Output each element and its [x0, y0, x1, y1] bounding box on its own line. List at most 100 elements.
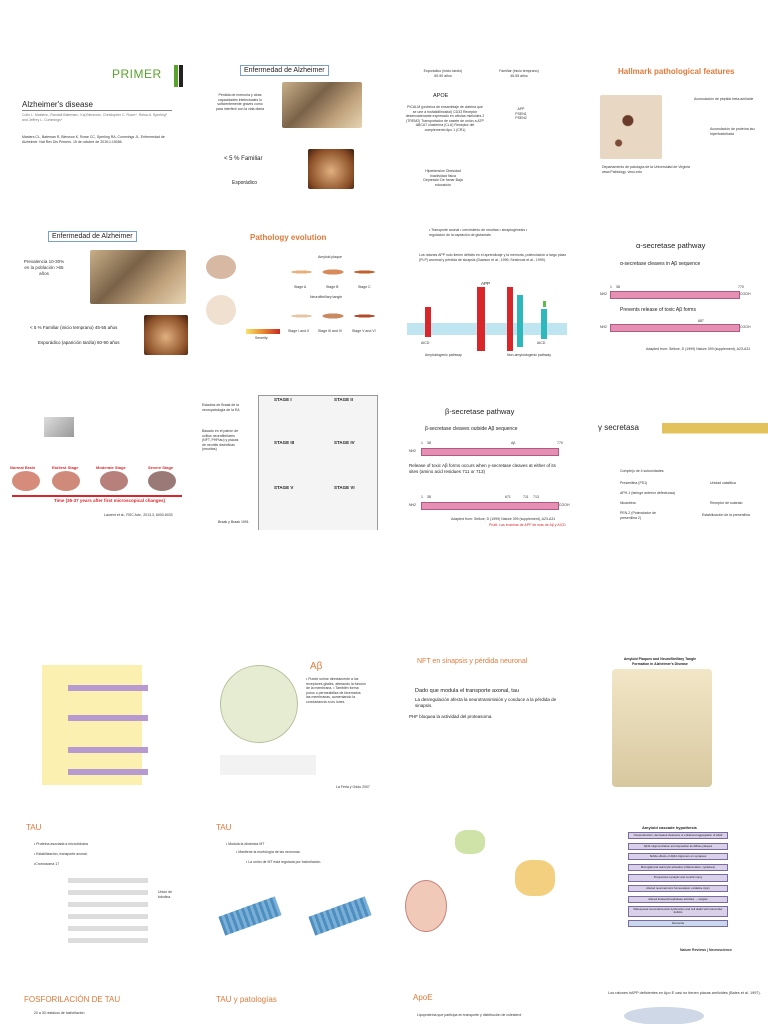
tubulin-label: Unión de tubulina [158, 890, 173, 899]
slide-disease-progression[interactable]: Normal Brain Earliest Stage Moderate Sta… [8, 395, 188, 530]
app-bar-top [610, 291, 740, 299]
slide-braak-stages[interactable]: Estadios de Braak de la neuropatología d… [200, 395, 380, 530]
cooh-bottom: COOH [740, 325, 751, 329]
cooh-bottom: COOH [559, 503, 570, 507]
slide-app-function[interactable]: • Transporte axonal • crecimiento de neu… [395, 225, 575, 360]
mark-aicd-right: AICD [537, 341, 546, 345]
bullet-1: Los ratones hAPP deficientes en Apo E ca… [608, 991, 761, 995]
isoform-1 [68, 878, 148, 883]
histology-image [600, 95, 662, 159]
slide-primer[interactable]: PRIMER Alzheimer's disease Colin L. Mast… [8, 55, 188, 190]
slide-tau[interactable]: TAU • Proteína asociada a microtúbulos •… [8, 820, 188, 955]
authors: Colin L. Masters¹, Randall Bateman², Kaj… [22, 113, 168, 122]
slide-pathology-evolution[interactable]: Pathology evolution Amyloid plaque Neuro… [200, 225, 380, 360]
purple-bar-4 [68, 769, 148, 775]
slide-title: Pathology evolution [250, 233, 327, 242]
slide-apoe[interactable]: ApoE Lipoproteína que participa en trans… [395, 985, 575, 1024]
slide-title: β-secretase pathway [445, 407, 515, 416]
familiar-label: < 5 % Familiar [224, 156, 263, 162]
microglia-cell [455, 830, 485, 854]
slide-gamma-secretase[interactable]: γ secretasa Complejo de 4 subunidades: P… [590, 395, 768, 530]
slide-title: Enfermedad de Alzheimer [240, 65, 329, 76]
item-ps1-role: Unidad catalítica [710, 481, 736, 485]
photo-hands [144, 315, 188, 355]
cascade-step: Widespread neuronal/neuritic dysfunction… [628, 906, 728, 917]
stage-b: Stage B [326, 285, 339, 289]
prevents-text: Prevents release of toxic Aβ forms [620, 307, 696, 313]
n38: 38 [616, 285, 620, 289]
isoform-5 [68, 926, 148, 931]
cooh-top: COOH [740, 292, 751, 296]
braak-basis: Basado en el patrón de ovillos neurofibr… [202, 429, 239, 452]
slide-genetics[interactable]: Esporádico (inicio tardío) 60-90 años Fa… [395, 55, 575, 190]
n1-bottom: 1 [421, 495, 423, 499]
n770: 770 [738, 285, 744, 289]
app-bar-bottom [610, 324, 740, 332]
abeta-body: • Puede unirse directamente a los recept… [306, 677, 366, 704]
citation: Braak y Braak 1991 [218, 520, 249, 524]
subtitle: α-secretase cleaves in Aβ sequence [620, 261, 701, 267]
nh2-top: NH2 [409, 449, 417, 453]
slide-title: Hallmark pathological features [618, 67, 735, 76]
slide-tau-phosphorylation[interactable]: FOSFORILACIÓN DE TAU 20 a 30 residuos de… [8, 985, 188, 1024]
n671: 671 [505, 495, 511, 499]
slide-hallmarks[interactable]: Hallmark pathological features Acumulaci… [590, 55, 768, 190]
accent-bar-dark [179, 65, 183, 87]
app-fragment-green [543, 301, 546, 307]
complex-title: Complejo de 4 subunidades: [620, 469, 665, 473]
nh2-bottom: NH2 [600, 325, 608, 329]
stage-2: STAGE II [334, 397, 353, 402]
processing-diagram [42, 665, 142, 785]
slide-title: Aβ [310, 661, 323, 672]
n38-bottom: 38 [427, 495, 431, 499]
accent-bar-green [174, 65, 178, 87]
stage-1: STAGE I [274, 397, 292, 402]
n38-top: 38 [427, 441, 431, 445]
slide-alpha-secretase[interactable]: α-secretase pathway α-secretase cleaves … [590, 225, 768, 360]
release-text: Release of toxic Aβ forms occurs when γ-… [409, 463, 556, 474]
slide-glia-neuron-diagram[interactable] [395, 820, 575, 955]
slide-plaques-tangles[interactable]: Amyloid Plaques and Neurofibrillary Tang… [590, 655, 768, 790]
slide-title: ApoE [413, 993, 433, 1002]
bullet-1: Lipoproteína que participa en transporte… [417, 1013, 522, 1017]
item-nicastrin-role: Receptor de sustrato [710, 501, 743, 505]
slide-amyloid-cascade[interactable]: Amyloid cascade hypothesis Overproductio… [590, 820, 768, 955]
neuron-image [44, 417, 74, 437]
brains-row-b [288, 305, 378, 327]
slide-alzheimer-prevalence[interactable]: Enfermedad de Alzheimer Prevalencia 10-3… [8, 225, 188, 360]
stage-v-vi: Stage V and VI [352, 329, 376, 333]
photo-tai-chi [282, 82, 362, 128]
neuron-cell [405, 880, 447, 932]
stage-c: Stage C [358, 285, 371, 289]
tangle-label: Neurofibrillary tangle [310, 295, 343, 299]
cascade-step: Overproduction, decreased clearance or e… [628, 832, 728, 840]
n770-top: 770 [557, 441, 563, 445]
slide-alzheimer-intro[interactable]: Enfermedad de Alzheimer Pérdida de memor… [200, 55, 380, 190]
app-bar-bottom [421, 502, 559, 510]
slide-subtitle: Alzheimer's disease [22, 100, 172, 112]
bullet-3: •Cromosoma 17 [34, 862, 60, 866]
label-amyloid: Acumulación de péptido beta-amiloide [694, 97, 754, 101]
slide-app-processing-diagram[interactable] [8, 655, 188, 790]
app-knockout-text: Los ratones APP nulo tienen déficits en … [419, 253, 567, 262]
source: Nature Reviews | Neuroscience [680, 948, 732, 952]
familiar-label: < 5 % Familiar (inicio temprano) 45-55 a… [30, 325, 118, 330]
slide-tau-dynamics[interactable]: TAU • Modula la dinámica MT • Mantiene l… [200, 820, 380, 955]
bullet-2: • Mantiene la morfología de las neuronas… [236, 850, 301, 854]
citation: Laurent et al., RSC Adv., 2013,3, 6000-6… [104, 513, 173, 517]
label-moderate: Moderate Stage [96, 465, 126, 470]
slide-nft-synapse[interactable]: NFT en sinapsis y pérdida neuronal Dado … [395, 655, 575, 790]
label-earliest: Earliest Stage [52, 465, 79, 470]
slide-title: NFT en sinapsis y pérdida neuronal [417, 658, 528, 665]
slide-beta-secretase[interactable]: β-secretase pathway β-secretase cleaves … [395, 395, 575, 530]
description: Pérdida de memoria y otras capacidades i… [215, 93, 265, 111]
bullet-1: 20 a 30 residuos de fosforilación [34, 1011, 85, 1015]
bullet-3: • La unión de MT está regulada por fosfo… [246, 860, 322, 864]
item-pen2: PEN-2 (Potenciador de presenilina 2) [620, 511, 656, 520]
severity-label: Severity [255, 336, 268, 340]
slide-apoe-mice[interactable]: Los ratones hAPP deficientes en Apo E ca… [590, 985, 768, 1024]
slide-tau-pathologies[interactable]: TAU y patologías [200, 985, 380, 1024]
label-tau: Acumulación de proteína tau hiperfosfori… [710, 127, 755, 136]
image-caption: Departamento de patología de la Universi… [602, 165, 690, 174]
slide-abeta[interactable]: Aβ • Puede unirse directamente a los rec… [200, 655, 380, 790]
